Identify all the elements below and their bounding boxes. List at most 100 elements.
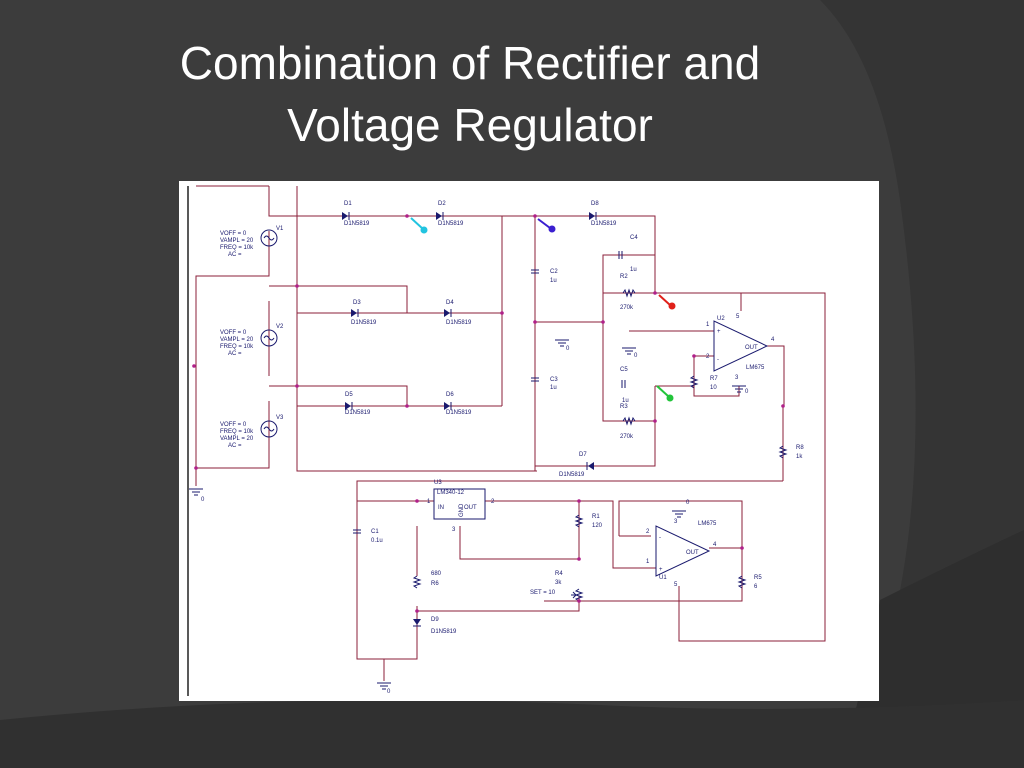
svg-text:680: 680: [431, 571, 442, 577]
svg-text:D1N5819: D1N5819: [431, 629, 457, 635]
svg-text:R5: R5: [754, 575, 762, 581]
diode-d6: D6 D1N5819: [444, 392, 472, 416]
svg-text:3: 3: [735, 375, 739, 381]
svg-text:SET = 10: SET = 10: [530, 590, 556, 596]
probe-blue-icon: [537, 218, 556, 233]
svg-text:OUT: OUT: [686, 550, 699, 556]
svg-text:D4: D4: [446, 300, 454, 306]
diode-d2: D2 D1N5819: [436, 201, 464, 227]
svg-text:1u: 1u: [630, 267, 637, 273]
resistor-r2: R2 270k: [620, 274, 636, 311]
svg-text:C3: C3: [550, 377, 558, 383]
ground-icon: [377, 682, 391, 690]
probe-cyan-icon: [410, 217, 428, 234]
svg-text:2: 2: [491, 499, 495, 505]
svg-text:VOFF = 0: VOFF = 0: [220, 231, 247, 237]
svg-text:R6: R6: [431, 581, 439, 587]
svg-text:LM340-12: LM340-12: [437, 490, 465, 496]
svg-text:D1N5819: D1N5819: [446, 320, 472, 326]
svg-text:D8: D8: [591, 201, 599, 207]
voltage-source-v3: V3 VOFF = 0 FREQ = 10k VAMPL = 20 AC =: [220, 415, 284, 449]
svg-text:IN: IN: [438, 505, 444, 511]
diode-d8: D8 D1N5819: [589, 201, 617, 227]
ground-icon: [732, 385, 746, 393]
svg-text:VAMPL = 20: VAMPL = 20: [220, 238, 254, 244]
svg-text:U1: U1: [659, 575, 667, 581]
ground-icon: [555, 339, 569, 347]
probe-red-icon: [658, 294, 676, 310]
svg-text:6: 6: [754, 584, 758, 590]
svg-text:D1N5819: D1N5819: [351, 320, 377, 326]
voltage-source-v1: V1 VOFF = 0 VAMPL = 20 FREQ = 10k AC =: [220, 226, 284, 258]
capacitor-c2: C2 1u: [531, 269, 558, 284]
resistor-r7: R7 10: [689, 375, 718, 391]
svg-text:AC =: AC =: [228, 443, 242, 449]
svg-text:270k: 270k: [620, 434, 634, 440]
svg-text:D1N5819: D1N5819: [345, 410, 371, 416]
svg-text:LM675: LM675: [698, 521, 717, 527]
svg-text:LM675: LM675: [746, 365, 765, 371]
svg-text:120: 120: [592, 523, 603, 529]
svg-text:1: 1: [646, 559, 650, 565]
svg-text:1u: 1u: [550, 278, 557, 284]
svg-text:FREQ = 10k: FREQ = 10k: [220, 344, 254, 350]
svg-text:FREQ = 10k: FREQ = 10k: [220, 429, 254, 435]
svg-text:C4: C4: [630, 235, 638, 241]
ground-label: 0: [387, 689, 391, 695]
resistor-r1: R1 120: [574, 514, 603, 529]
svg-text:2: 2: [706, 354, 710, 360]
resistor-r5: R5 6: [737, 575, 762, 590]
svg-text:AC =: AC =: [228, 252, 242, 258]
svg-text:VOFF = 0: VOFF = 0: [220, 422, 247, 428]
svg-text:D1N5819: D1N5819: [344, 221, 370, 227]
svg-text:OUT: OUT: [464, 505, 477, 511]
svg-text:D5: D5: [345, 392, 353, 398]
diode-d7: D7 D1N5819: [559, 452, 594, 478]
svg-text:R2: R2: [620, 274, 628, 280]
diode-d1: D1 D1N5819: [342, 201, 370, 227]
capacitor-c1: C1 0.1u: [353, 529, 383, 544]
svg-text:4: 4: [713, 542, 717, 548]
ground-label: 0: [686, 500, 690, 506]
junction-dots: [192, 214, 785, 613]
wiring: [195, 185, 826, 681]
svg-text:2: 2: [646, 529, 650, 535]
svg-text:-: -: [717, 357, 719, 363]
slide-title: Combination of Rectifier and Voltage Reg…: [80, 32, 860, 156]
diode-d9: D9 D1N5819: [413, 617, 457, 635]
svg-text:3k: 3k: [555, 580, 562, 586]
regulator-u3: U3 LM340-12 IN OUT GND 1 2 3: [427, 480, 495, 533]
capacitor-c4: C4 1u: [618, 235, 638, 273]
svg-text:3: 3: [452, 527, 456, 533]
svg-text:R1: R1: [592, 514, 600, 520]
svg-text:OUT: OUT: [745, 345, 758, 351]
svg-text:1: 1: [706, 322, 710, 328]
capacitor-c5: C5 1u: [620, 367, 629, 404]
diode-d5: D5 D1N5819: [345, 392, 371, 416]
svg-text:1u: 1u: [622, 398, 629, 404]
svg-text:4: 4: [771, 337, 775, 343]
svg-text:R8: R8: [796, 445, 804, 451]
svg-text:VOFF = 0: VOFF = 0: [220, 330, 247, 336]
svg-text:VAMPL = 20: VAMPL = 20: [220, 436, 254, 442]
svg-text:+: +: [659, 567, 663, 573]
voltage-source-v2: V2 VOFF = 0 VAMPL = 20 FREQ = 10k AC =: [220, 324, 284, 357]
svg-text:10: 10: [710, 385, 717, 391]
svg-text:+: +: [717, 329, 721, 335]
svg-text:D2: D2: [438, 201, 446, 207]
diode-d3: D3 D1N5819: [351, 300, 377, 326]
ground-icon: [622, 347, 636, 355]
svg-text:V1: V1: [276, 226, 284, 232]
ground-icon: [189, 488, 203, 496]
svg-text:1: 1: [427, 499, 431, 505]
svg-text:R4: R4: [555, 571, 563, 577]
resistor-r8: R8 1k: [778, 445, 804, 460]
ground-label: 0: [634, 353, 638, 359]
title-line-1: Combination of Rectifier and: [179, 37, 761, 89]
svg-text:5: 5: [674, 582, 678, 588]
svg-text:FREQ = 10k: FREQ = 10k: [220, 245, 254, 251]
svg-text:C2: C2: [550, 269, 558, 275]
resistor-r3: R3 270k: [620, 404, 636, 440]
probe-green-icon: [656, 385, 674, 402]
svg-text:VAMPL = 20: VAMPL = 20: [220, 337, 254, 343]
